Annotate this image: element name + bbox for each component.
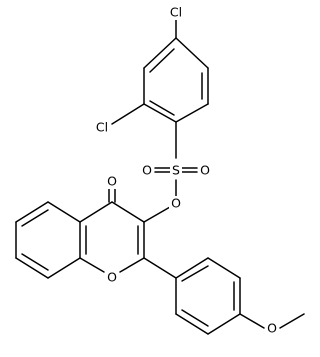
bond-ring-to-cl-left [111, 103, 145, 125]
atom-label-carbonyl-oxygen: O [105, 174, 119, 189]
chromone-core [15, 201, 145, 279]
svg-text:S: S [172, 163, 180, 178]
atom-label-ester-oxygen: O [169, 196, 183, 211]
atom-label-methoxy-oxygen: O [265, 321, 279, 336]
svg-text:O: O [267, 321, 277, 336]
svg-text:O: O [200, 163, 210, 178]
bond-methoxy-o-to-methyl [279, 313, 305, 329]
carbonyl-bond [108, 187, 116, 203]
atom-label-ring-oxygen: O [105, 270, 119, 285]
svg-text:Cl: Cl [170, 5, 182, 20]
dichlorophenyl-ring [143, 37, 209, 123]
bond-ester-o-to-chromone [143, 206, 171, 223]
atom-label-sulfonyl-oxygen-right: O [198, 163, 212, 178]
svg-text:O: O [107, 174, 117, 189]
methoxyphenyl-ring [175, 257, 241, 335]
svg-text:O: O [171, 196, 181, 211]
svg-text:O: O [142, 163, 152, 178]
bond-chromone-to-aryl [143, 257, 177, 279]
svg-text:O: O [107, 270, 117, 285]
svg-text:Cl: Cl [96, 120, 108, 135]
atom-label-cl-top: Cl [167, 5, 185, 20]
atom-label-cl-left: Cl [93, 119, 111, 135]
atom-label-sulfonyl-oxygen-left: O [140, 163, 154, 178]
bond-aryl-to-methoxy-o [239, 313, 265, 329]
atom-label-sulfur: S [170, 163, 182, 178]
sulfonyl-group [154, 167, 198, 198]
